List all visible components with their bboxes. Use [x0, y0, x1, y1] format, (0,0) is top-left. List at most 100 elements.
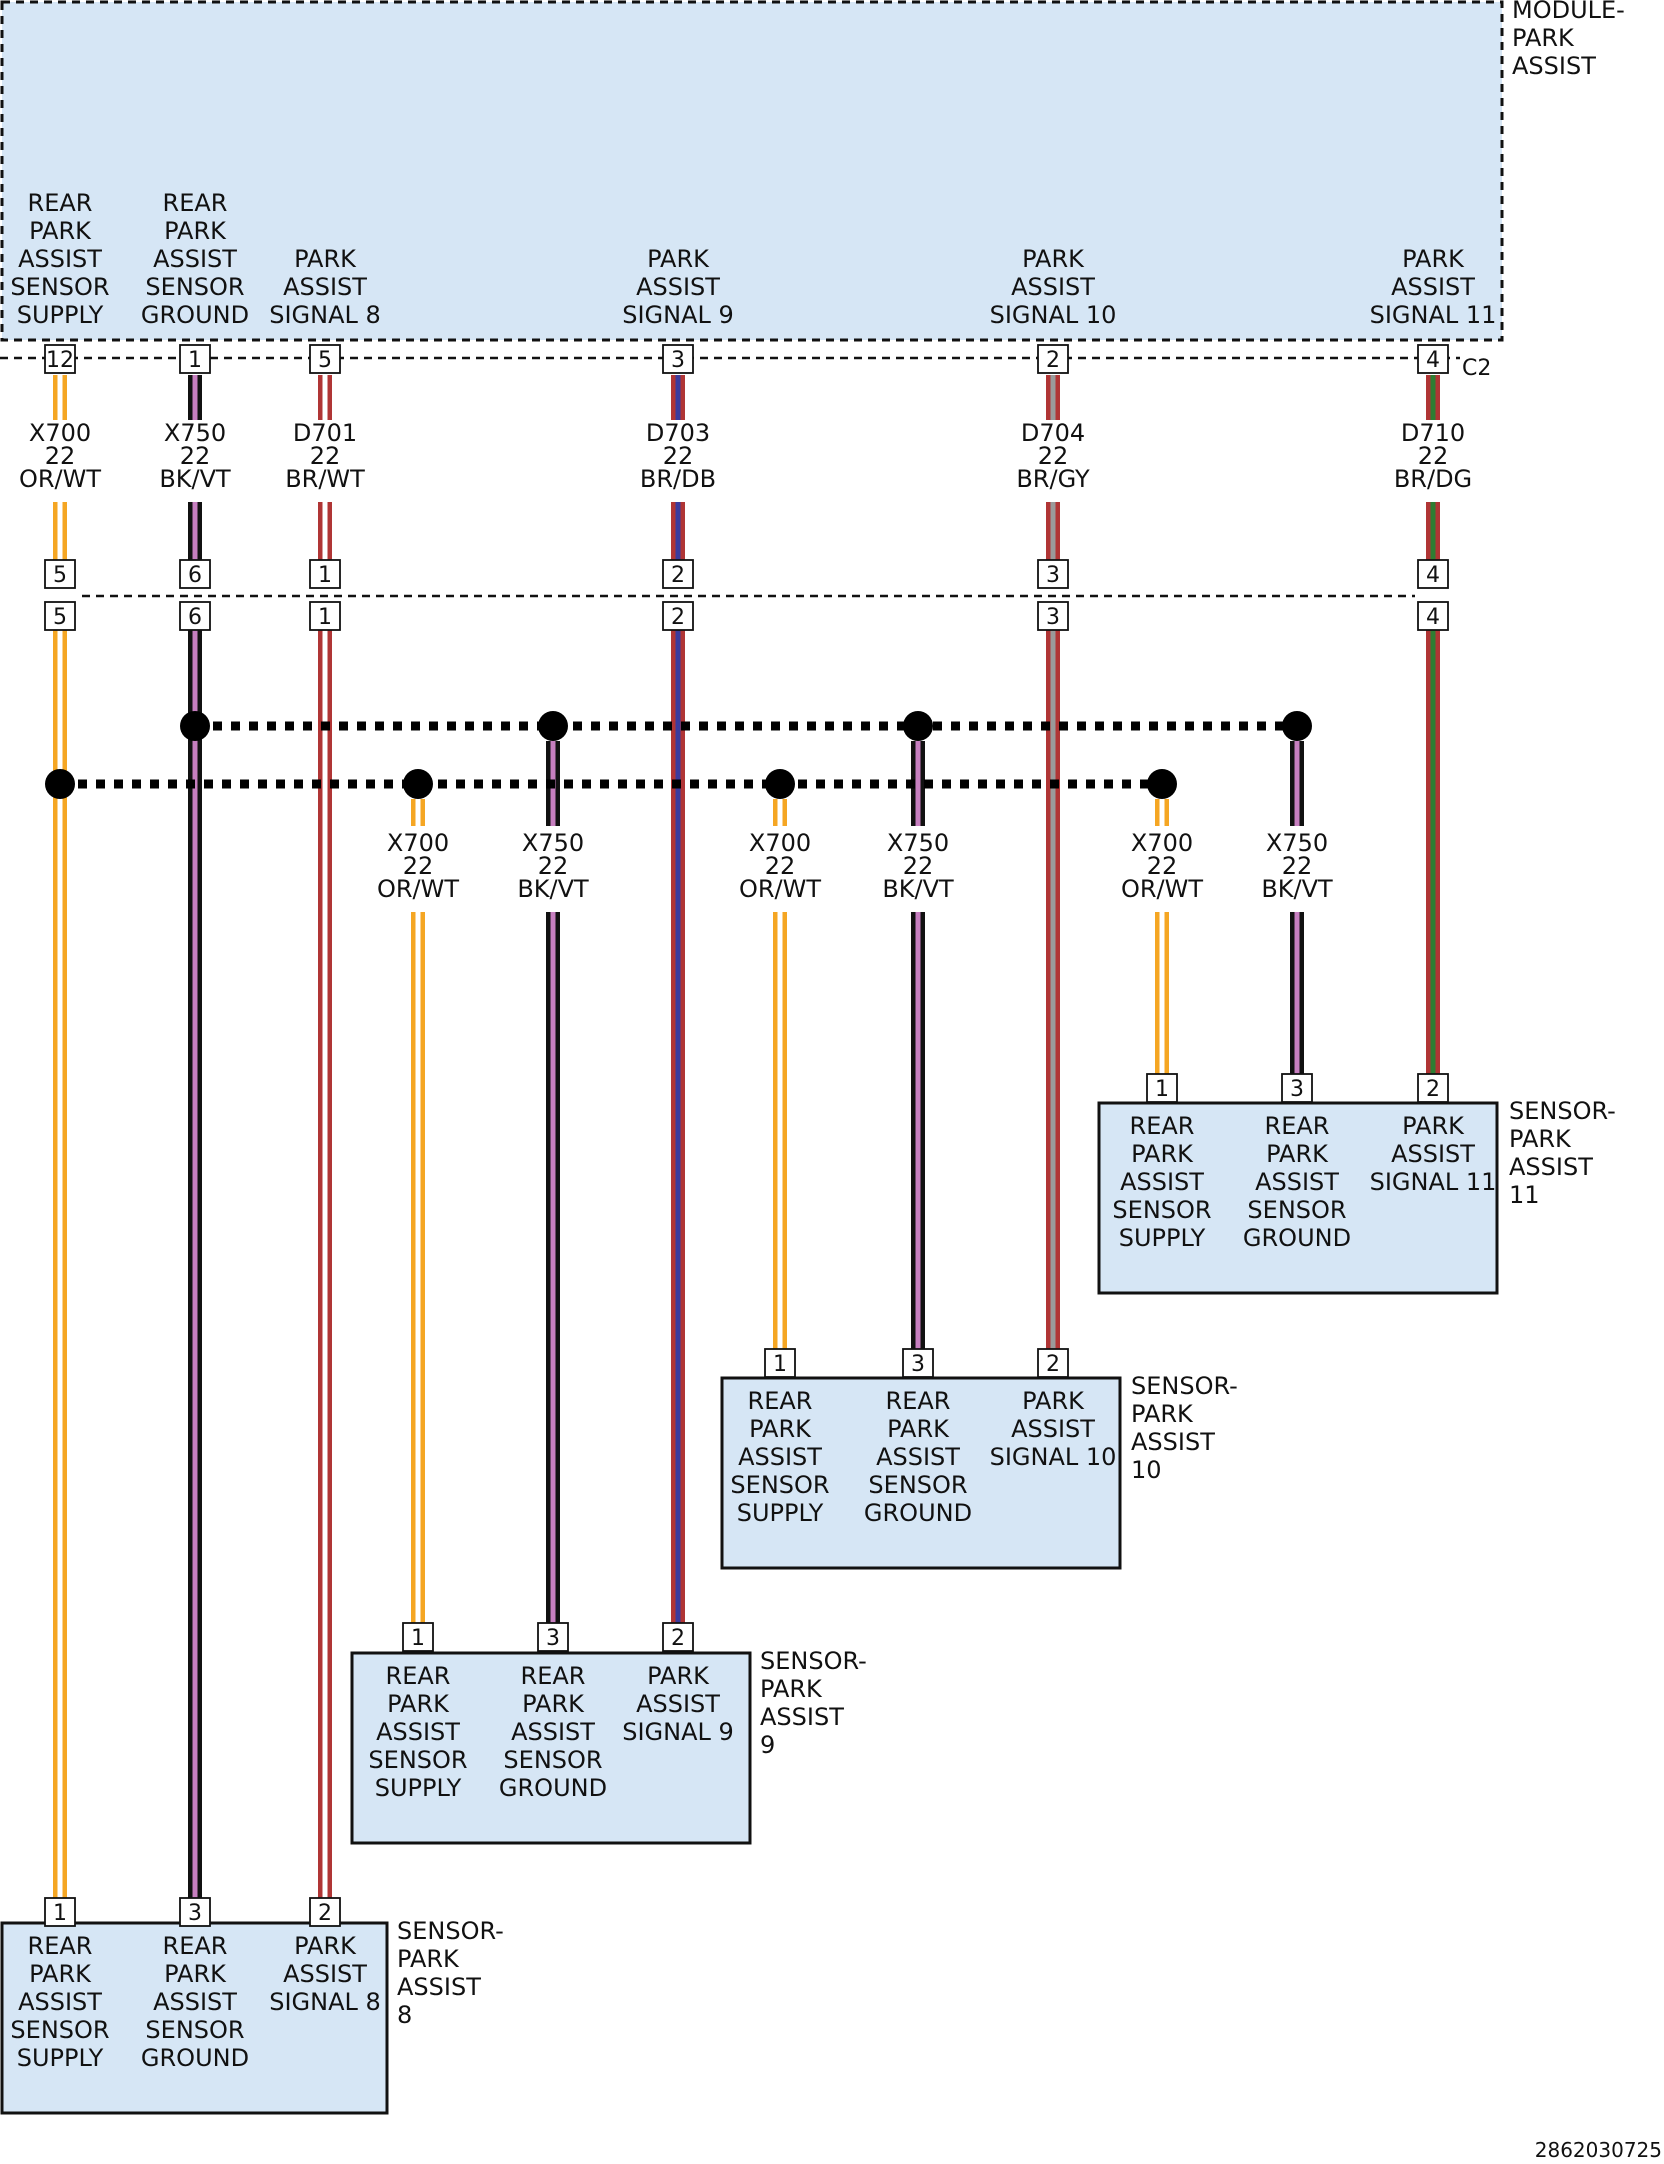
wire-strand — [197, 375, 202, 420]
wire-strand — [318, 630, 323, 1898]
module-name: PARK — [1512, 24, 1575, 52]
sensor-name: 11 — [1509, 1181, 1540, 1209]
wire-X750 — [1290, 741, 1304, 826]
sensor-pin-label: ASSIST — [1391, 1140, 1475, 1168]
sensor-name: 10 — [1131, 1456, 1162, 1484]
module-pin-label: ASSIST — [18, 245, 102, 273]
pin-number: 2 — [671, 1626, 685, 1651]
wire-D704 — [1046, 630, 1060, 1349]
wire-X750 — [188, 630, 202, 1898]
wire-strand — [420, 912, 425, 1623]
diagram-id: 2862030725 — [1535, 2138, 1662, 2162]
pin-box — [402, 1622, 434, 1652]
wire-gauge: 22 — [538, 852, 569, 880]
pin-box — [309, 344, 341, 374]
sensor-pin-label: REAR — [521, 1662, 586, 1690]
pin-number: 3 — [1046, 563, 1060, 588]
inline-top-pin: 5 — [44, 559, 76, 589]
wire-strand — [782, 799, 787, 826]
wire-strand — [1435, 375, 1440, 420]
wire-strand — [1055, 375, 1060, 420]
sensor-name: SENSOR- — [397, 1917, 504, 1945]
inline-top-pin: 3 — [1037, 559, 1069, 589]
wire-strand — [188, 375, 193, 420]
module-pin-label: SIGNAL 8 — [269, 301, 381, 329]
pin-box — [179, 601, 211, 631]
wire-D701 — [318, 375, 332, 420]
wire-strand — [1046, 502, 1051, 560]
sensor-name: 9 — [760, 1731, 775, 1759]
sensor-pin-label: PARK — [1402, 1112, 1465, 1140]
splice-point — [403, 769, 433, 799]
module-name: ASSIST — [1512, 52, 1596, 80]
module-pin: 1 — [179, 344, 211, 374]
wire-strand — [62, 375, 67, 420]
wire-gauge: 22 — [310, 442, 341, 470]
wire-stripe — [57, 502, 63, 560]
wire-stripe — [415, 799, 421, 826]
circuit-id: D701 — [293, 419, 357, 447]
pin-number: 5 — [318, 348, 332, 373]
wire-stripe — [675, 630, 681, 1623]
wire-gauge: 22 — [180, 442, 211, 470]
sensor-pin-label: PARK — [647, 1662, 710, 1690]
pin-box — [662, 1622, 694, 1652]
inline-bottom-pin: 2 — [662, 601, 694, 631]
circuit-id: D710 — [1401, 419, 1465, 447]
sensor-pin-label: REAR — [163, 1932, 228, 1960]
wire-strand — [1164, 799, 1169, 826]
wire-stripe — [915, 912, 921, 1349]
sensor-pin-label: GROUND — [1243, 1224, 1351, 1252]
wire-strand — [546, 912, 551, 1623]
sensor-pin: 1 — [402, 1622, 434, 1652]
wire-strand — [411, 912, 416, 1623]
pin-number: 1 — [773, 1352, 787, 1377]
module-pin-label: ASSIST — [636, 273, 720, 301]
circuit-id: X750 — [164, 419, 226, 447]
wire-D701 — [318, 630, 332, 1898]
sensor-box — [0, 1921, 389, 2115]
pin-number: 2 — [671, 563, 685, 588]
sensor-pin-label: ASSIST — [1255, 1168, 1339, 1196]
module-park-assist-box — [0, 0, 1504, 342]
wire-strand — [62, 630, 67, 1898]
wire-strand — [773, 912, 778, 1349]
sensor-pin-label: GROUND — [864, 1499, 972, 1527]
wire-strand — [318, 502, 323, 560]
sensor-pin-label: REAR — [1265, 1112, 1330, 1140]
wire-strand — [1155, 912, 1160, 1074]
wire-gauge: 22 — [765, 852, 796, 880]
splice-point — [903, 711, 933, 741]
wire-stripe — [1430, 630, 1436, 1074]
pin-box — [179, 1897, 211, 1927]
sensor-name: PARK — [1131, 1400, 1194, 1428]
sensor-pin: 1 — [764, 1348, 796, 1378]
wire-strand — [1426, 375, 1431, 420]
sensor-pin-label: ASSIST — [511, 1718, 595, 1746]
pin-number: 4 — [1426, 348, 1440, 373]
inline-bottom-pin: 6 — [179, 601, 211, 631]
wire-strand — [1290, 741, 1295, 826]
sensor-pin-label: PARK — [887, 1415, 950, 1443]
wire-strand — [53, 630, 58, 1898]
pin-box — [662, 559, 694, 589]
splice-point — [45, 769, 75, 799]
splice-point — [1147, 769, 1177, 799]
wire-gauge: 22 — [903, 852, 934, 880]
circuit-id: X700 — [387, 829, 449, 857]
wire-strand — [1155, 799, 1160, 826]
sensor-pin-label: ASSIST — [876, 1443, 960, 1471]
wire-color-code: BK/VT — [517, 875, 589, 903]
circuit-id: X750 — [887, 829, 949, 857]
module-pin-label: PARK — [294, 245, 357, 273]
module-pin-label: SUPPLY — [17, 301, 104, 329]
pin-box — [1417, 559, 1449, 589]
sensor-pin-label: SENSOR — [1247, 1196, 1346, 1224]
wire-strand — [1299, 912, 1304, 1074]
sensor-pin: 1 — [44, 1897, 76, 1927]
